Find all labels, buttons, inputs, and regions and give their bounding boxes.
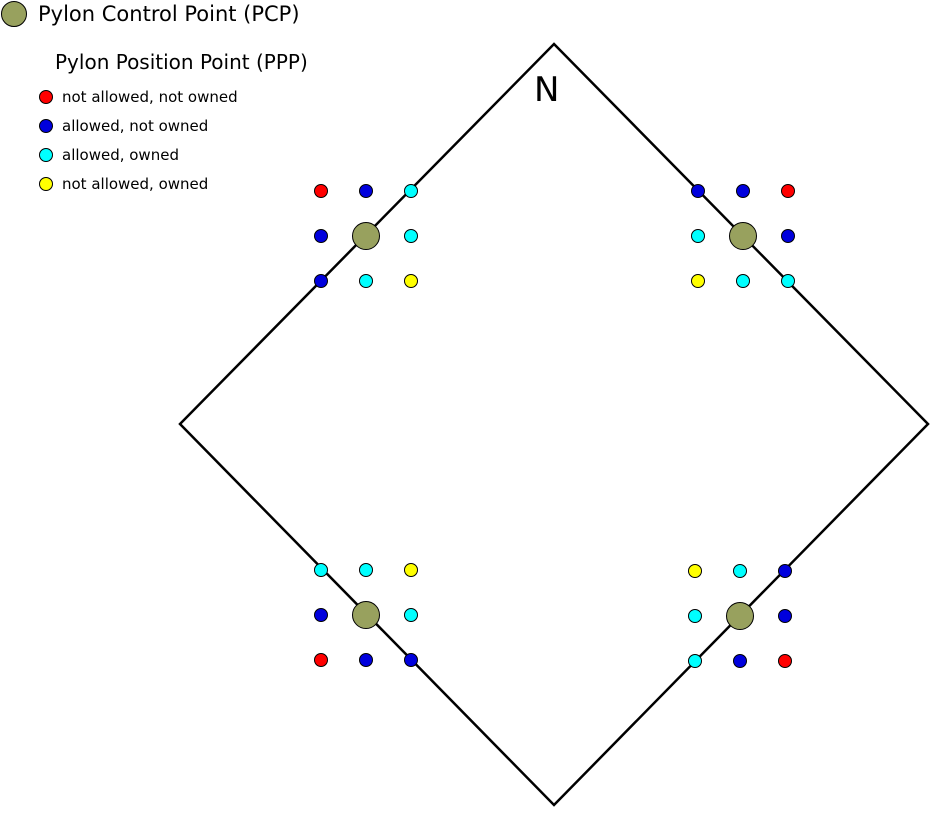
ppp-marker-red [778,654,792,668]
legend-ppp-title: Pylon Position Point (PPP) [55,50,308,74]
ppp-marker-blue [314,274,328,288]
legend-item-label: not allowed, not owned [62,88,238,106]
ppp-marker-blue [781,229,795,243]
ppp-marker-blue [778,564,792,578]
ppp-marker-cyan [359,563,373,577]
ppp-marker-blue [733,654,747,668]
ppp-marker-cyan [688,609,702,623]
ppp-marker-yellow [404,563,418,577]
pcp-marker-bottom-right [726,602,754,630]
ppp-marker-cyan [314,563,328,577]
ppp-marker-yellow [691,274,705,288]
ppp-marker-yellow [404,274,418,288]
legend-pcp-title: Pylon Control Point (PCP) [38,2,300,26]
legend-item-blue: allowed, not owned [39,117,238,135]
ppp-marker-cyan [691,229,705,243]
yellow-dot-icon [39,177,53,191]
legend-item-yellow: not allowed, owned [39,175,238,193]
ppp-marker-cyan [404,229,418,243]
legend-item-list: not allowed, not owned allowed, not owne… [39,88,238,193]
north-label: N [534,70,560,110]
course-diamond-outline [178,42,930,807]
pcp-marker-bottom-left [352,601,380,629]
blue-dot-icon [39,119,53,133]
ppp-marker-cyan [404,608,418,622]
ppp-marker-blue [314,608,328,622]
legend-item-red: not allowed, not owned [39,88,238,106]
legend-item-cyan: allowed, owned [39,146,238,164]
cyan-dot-icon [39,148,53,162]
ppp-marker-red [314,653,328,667]
ppp-marker-blue [736,184,750,198]
pcp-marker-top-left [352,222,380,250]
legend-item-label: allowed, not owned [62,117,209,135]
ppp-marker-blue [359,184,373,198]
red-dot-icon [39,90,53,104]
ppp-marker-yellow [688,564,702,578]
ppp-marker-red [781,184,795,198]
ppp-marker-blue [404,653,418,667]
ppp-marker-cyan [781,274,795,288]
ppp-marker-cyan [733,564,747,578]
ppp-marker-blue [691,184,705,198]
pcp-marker-top-right [729,222,757,250]
legend-pcp-entry: Pylon Control Point (PCP) [1,1,300,27]
ppp-marker-cyan [736,274,750,288]
legend-item-label: not allowed, owned [62,175,209,193]
pcp-circle-icon [1,1,27,27]
ppp-marker-blue [359,653,373,667]
ppp-marker-blue [778,609,792,623]
ppp-marker-cyan [359,274,373,288]
ppp-marker-cyan [688,654,702,668]
ppp-marker-cyan [404,184,418,198]
legend-item-label: allowed, owned [62,146,179,164]
ppp-marker-blue [314,229,328,243]
ppp-marker-red [314,184,328,198]
